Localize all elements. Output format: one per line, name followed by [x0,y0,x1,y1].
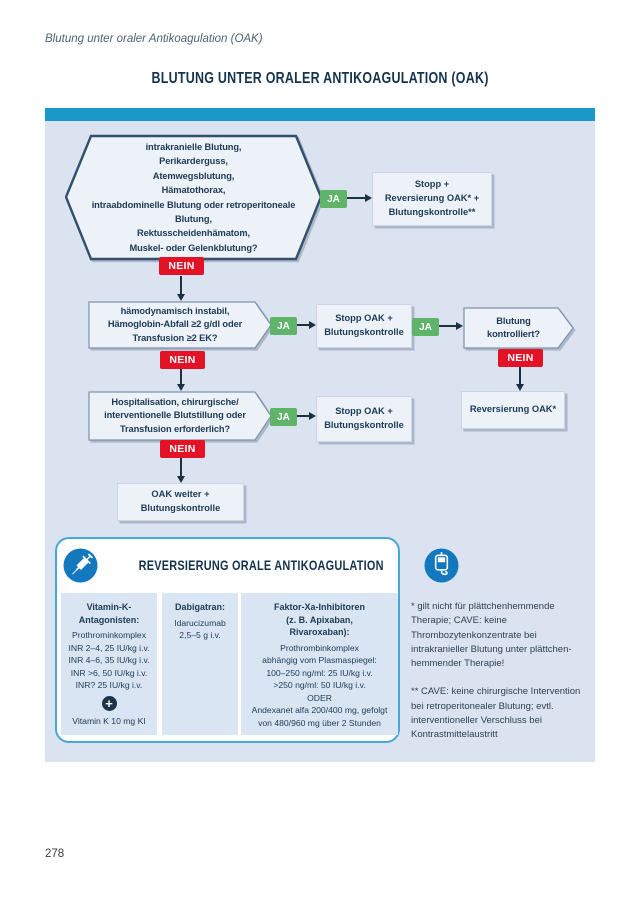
arrow-controlled-down [515,367,524,391]
column-body: Idarucizumab 2,5–5 g i.v. [174,617,226,641]
flowchart-panel: intrakranielle Blutung, Perikarderguss, … [45,108,595,762]
column-heading: Dabigatran: [174,602,225,612]
plus-icon: + [101,696,117,712]
node-stop-oak-1: Stopp OAK + Blutungskontrolle [316,304,412,348]
footnote-1: * gilt nicht für plättchenhemmende Thera… [411,601,572,669]
column-body: Prothrombinkomplex abhängig vom Plasmasp… [251,642,388,728]
banner-shape [88,301,272,349]
reversal-column-vka: Vitamin-K- Antagonisten: Prothrominkompl… [61,593,157,735]
iv-bag-icon [424,547,459,583]
column-extra: Vitamin K 10 mg KI [72,716,146,727]
banner-shape [88,391,272,441]
reversal-column-xa-inhibitors: Faktor-Xa-Inhibitoren (z. B. Apixaban, R… [241,593,398,735]
arrow-hospital-down [176,458,185,483]
page-title: BLUTUNG UNTER ORALER ANTIKOAGULATION (OA… [151,70,489,87]
arrow-hex-down [176,276,185,301]
nein-badge-2: NEIN [498,349,543,367]
syringe-icon [63,547,98,583]
reversal-header: REVERSIERUNG ORALE ANTIKOAGULATION [57,539,459,591]
column-heading: Vitamin-K- Antagonisten: [78,602,140,625]
column-heading: Faktor-Xa-Inhibitoren (z. B. Apixaban, R… [273,602,365,638]
ja-badge-2: JA [270,317,297,335]
arrow-hemo-down [176,369,185,391]
reversal-title: REVERSIERUNG ORALE ANTIKOAGULATION [138,557,384,573]
node-stop-reversal: Stopp + Reversierung OAK* + Blutungskont… [372,172,492,226]
node-stop-oak-2: Stopp OAK + Blutungskontrolle [316,396,412,442]
nein-badge-4: NEIN [160,440,205,458]
running-header: Blutung unter oraler Antikoagulation (OA… [45,33,263,45]
node-text: hämodynamisch instabil, Hämoglobin-Abfal… [107,305,243,343]
node-continue-oak: OAK weiter + Blutungskontrolle [117,483,244,521]
panel-top-bar [45,108,595,121]
footnote-2: ** CAVE: keine chirurgische Intervention… [411,686,581,740]
node-bleeding-controlled-question: Blutung kontrolliert? [463,307,574,349]
banner-shape [463,307,574,349]
footnotes: * gilt nicht für plättchenhemmende Thera… [411,600,597,742]
ja-badge-1: JA [320,190,347,208]
ja-badge-4: JA [270,408,297,426]
node-text: intrakranielle Blutung, Perikarderguss, … [91,141,296,253]
nein-badge-1: NEIN [159,257,204,275]
node-reversal-oak: Reversierung OAK* [461,391,565,429]
nein-badge-3: NEIN [160,351,205,369]
node-hospital-question: Hospitalisation, chirurgische/ intervent… [88,391,272,441]
node-critical-bleeding-question: intrakranielle Blutung, Perikarderguss, … [65,134,322,261]
node-text: Hospitalisation, chirurgische/ intervent… [104,396,246,434]
column-body: Prothrominkomplex INR 2–4, 25 IU/kg i.v.… [68,630,150,690]
node-hemodynamic-question: hämodynamisch instabil, Hämoglobin-Abfal… [88,301,272,349]
reversal-panel: REVERSIERUNG ORALE ANTIKOAGULATION Vitam… [55,537,459,743]
node-text: Blutung kontrolliert? [487,315,540,339]
reversal-column-dabigatran: Dabigatran: Idarucizumab 2,5–5 g i.v. [162,593,238,735]
page-number: 278 [45,848,65,860]
ja-badge-3: JA [412,318,439,336]
